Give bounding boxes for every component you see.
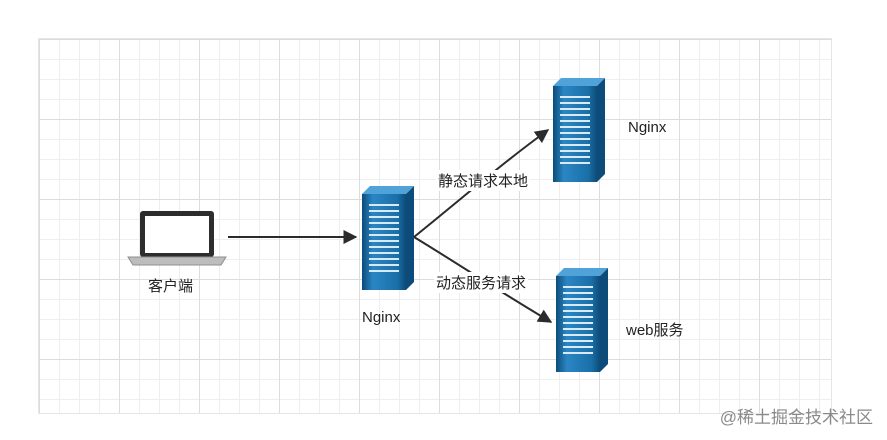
server-icon — [556, 268, 608, 372]
static-server-label: Nginx — [628, 119, 667, 136]
grid-background — [38, 38, 832, 414]
server-icon — [553, 78, 605, 182]
client-label: 客户端 — [148, 278, 194, 295]
laptop-icon — [127, 211, 227, 266]
dynamic-server-label: web服务 — [626, 322, 684, 339]
server-icon — [362, 186, 414, 290]
dynamic-request-label: 动态服务请求 — [434, 272, 529, 293]
watermark: @稀土掘金技术社区 — [719, 408, 873, 427]
static-request-label: 静态请求本地 — [436, 170, 531, 191]
proxy-label: Nginx — [362, 309, 401, 326]
